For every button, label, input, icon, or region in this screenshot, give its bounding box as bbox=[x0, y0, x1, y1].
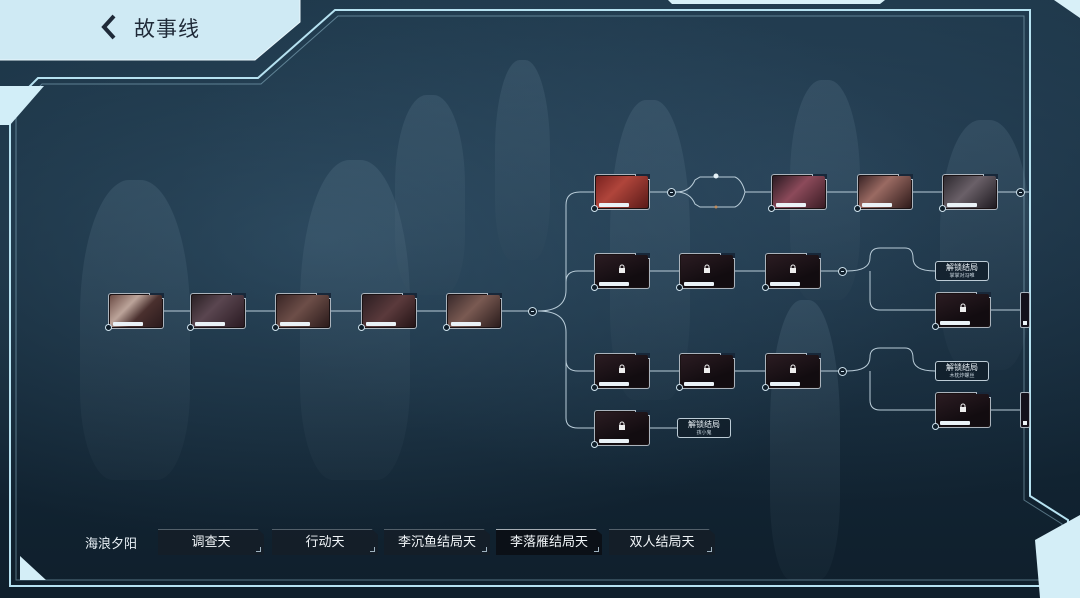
ending-label: 解锁结局 bbox=[946, 263, 978, 272]
bg-character-4 bbox=[495, 60, 550, 260]
lock-icon bbox=[619, 421, 625, 431]
lock-icon bbox=[619, 264, 625, 274]
tab-investigation-day[interactable]: 调查天 bbox=[158, 529, 264, 555]
story-node-partial[interactable] bbox=[1020, 292, 1030, 328]
bg-character-1 bbox=[80, 180, 190, 480]
ending-name: 掌掌对冯唯 bbox=[949, 273, 975, 279]
story-node[interactable] bbox=[939, 174, 998, 212]
chapter-label: 海浪夕阳 bbox=[85, 537, 138, 552]
lock-icon bbox=[619, 364, 625, 374]
story-node[interactable] bbox=[358, 293, 417, 331]
tab-li-chenyu-ending-day[interactable]: 李沉鱼结局天 bbox=[384, 529, 490, 555]
ending-name: 木枕炸螺丝 bbox=[949, 373, 975, 379]
story-node[interactable] bbox=[591, 174, 650, 212]
locked-story-node[interactable] bbox=[932, 392, 991, 430]
locked-story-node[interactable] bbox=[591, 253, 650, 291]
locked-story-node[interactable] bbox=[676, 353, 735, 391]
tab-action-day[interactable]: 行动天 bbox=[272, 529, 378, 555]
bg-character-5 bbox=[610, 100, 690, 400]
bg-character-8 bbox=[940, 120, 1030, 370]
branch-junction-row2 bbox=[838, 267, 847, 276]
locked-story-node[interactable] bbox=[591, 410, 650, 448]
locked-story-node[interactable] bbox=[762, 253, 821, 291]
locked-story-node[interactable] bbox=[591, 353, 650, 391]
lock-icon bbox=[960, 403, 966, 413]
ending-label: 解锁结局 bbox=[688, 420, 720, 429]
story-node[interactable] bbox=[854, 174, 913, 212]
lock-icon bbox=[704, 364, 710, 374]
lock-icon bbox=[790, 264, 796, 274]
unlock-ending-button[interactable]: 解锁结局 掌掌对冯唯 bbox=[935, 261, 989, 281]
locked-story-node[interactable] bbox=[676, 253, 735, 291]
tab-li-luoyan-ending-day[interactable]: 李落雁结局天 bbox=[496, 529, 602, 555]
story-node[interactable] bbox=[443, 293, 502, 331]
ending-name: 孩小鬼 bbox=[696, 430, 712, 436]
branch-junction-main bbox=[528, 307, 537, 316]
lock-icon bbox=[704, 264, 710, 274]
back-button[interactable] bbox=[96, 12, 122, 42]
branch-junction-top bbox=[667, 188, 676, 197]
unlock-ending-button[interactable]: 解锁结局 孩小鬼 bbox=[677, 418, 731, 438]
story-node[interactable] bbox=[187, 293, 246, 331]
lock-icon bbox=[790, 364, 796, 374]
story-node[interactable] bbox=[768, 174, 827, 212]
lock-icon bbox=[960, 303, 966, 313]
bg-character-3 bbox=[395, 95, 465, 295]
page-title: 故事线 bbox=[134, 17, 200, 41]
story-node[interactable] bbox=[105, 293, 164, 331]
locked-story-node[interactable] bbox=[762, 353, 821, 391]
story-node-partial[interactable] bbox=[1020, 392, 1030, 428]
unlock-ending-button[interactable]: 解锁结局 木枕炸螺丝 bbox=[935, 361, 989, 381]
tab-dual-ending-day[interactable]: 双人结局天 bbox=[609, 529, 715, 555]
story-node[interactable] bbox=[272, 293, 331, 331]
chevron-left-icon bbox=[101, 14, 116, 40]
bg-character-7 bbox=[770, 300, 840, 580]
locked-story-node[interactable] bbox=[932, 292, 991, 330]
branch-junction-row3 bbox=[838, 367, 847, 376]
branch-junction-end bbox=[1016, 188, 1025, 197]
ending-label: 解锁结局 bbox=[946, 363, 978, 372]
